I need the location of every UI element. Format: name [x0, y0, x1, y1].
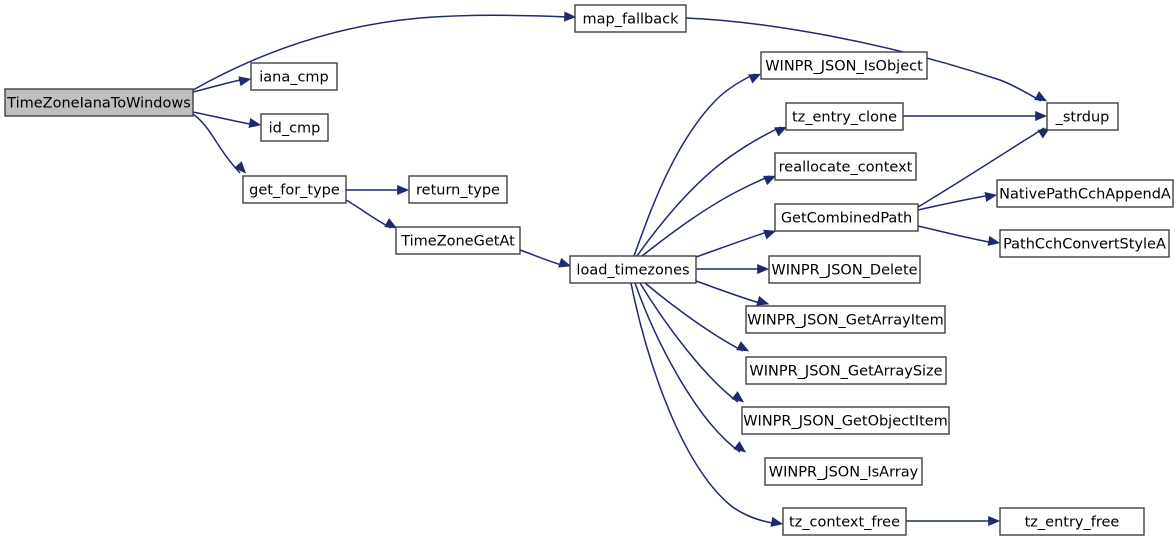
edge-arrowhead: [731, 391, 745, 403]
edge-arrowhead: [774, 126, 788, 137]
graph-node-return_type[interactable]: return_type: [408, 175, 508, 204]
call-edge: [633, 73, 762, 257]
node-box[interactable]: [760, 51, 928, 80]
node-box[interactable]: [1046, 102, 1119, 131]
call-edge: [695, 229, 777, 258]
edge-arrowhead: [748, 73, 762, 84]
node-box[interactable]: [785, 102, 904, 131]
nodes-layer: TimeZoneIanaToWindows map_fallback iana_cm…: [4, 4, 1174, 536]
call-edge: [636, 126, 788, 257]
graph-node-tz_context_free[interactable]: tz_context_free: [782, 507, 907, 536]
node-box[interactable]: [408, 175, 508, 204]
edge-arrowhead: [770, 516, 784, 527]
call-edge: [519, 249, 572, 268]
graph-node-tz_entry_free[interactable]: tz_entry_free: [999, 507, 1145, 536]
call-edge: [192, 11, 577, 91]
graph-node-id_cmp[interactable]: id_cmp: [260, 113, 329, 142]
edge-arrowhead: [234, 161, 247, 174]
graph-node-TimeZoneGetAt[interactable]: TimeZoneGetAt: [395, 226, 521, 255]
call-edge: [192, 76, 252, 93]
edge-arrowhead: [1034, 91, 1048, 102]
edge-arrowhead: [763, 229, 777, 240]
node-box[interactable]: [395, 226, 521, 255]
edge-arrowhead: [757, 263, 770, 275]
edge-arrowhead: [397, 184, 410, 196]
edge-arrowhead: [564, 11, 577, 22]
graph-node-GetCombinedPath[interactable]: GetCombinedPath: [774, 203, 919, 232]
edge-arrowhead: [384, 218, 398, 229]
graph-node-_strdup[interactable]: _strdup: [1046, 102, 1119, 131]
edge-arrowhead: [733, 441, 747, 453]
node-box[interactable]: [242, 175, 347, 204]
node-box[interactable]: [764, 457, 923, 486]
node-box[interactable]: [250, 62, 338, 91]
graph-node-get_for_type[interactable]: get_for_type: [242, 175, 347, 204]
call-edge: [695, 280, 770, 306]
edge-arrowhead: [756, 295, 770, 306]
call-edge: [192, 111, 262, 128]
graph-node-WINPR_JSON_Delete[interactable]: WINPR_JSON_Delete: [768, 255, 921, 284]
edge-arrowhead: [988, 515, 1001, 527]
call-edge: [192, 113, 247, 174]
edges-layer: [192, 11, 1051, 527]
node-box[interactable]: [774, 152, 917, 181]
edge-arrowhead: [987, 235, 1001, 246]
graph-node-TimeZoneIanaToWindows[interactable]: TimeZoneIanaToWindows: [4, 88, 194, 117]
node-box[interactable]: [999, 507, 1145, 536]
call-edge: [917, 225, 1001, 246]
node-box[interactable]: [782, 507, 907, 536]
call-edge: [345, 199, 398, 229]
node-box[interactable]: [768, 255, 921, 284]
node-box[interactable]: [4, 88, 194, 117]
graph-node-WINPR_JSON_IsObject[interactable]: WINPR_JSON_IsObject: [760, 51, 928, 80]
edge-arrowhead: [238, 76, 252, 87]
node-box[interactable]: [996, 179, 1174, 208]
node-box[interactable]: [260, 113, 329, 142]
graph-node-WINPR_JSON_GetArrayItem[interactable]: WINPR_JSON_GetArrayItem: [745, 305, 946, 334]
graph-node-tz_entry_clone[interactable]: tz_entry_clone: [785, 102, 904, 131]
edge-arrowhead: [558, 257, 572, 268]
graph-node-PathCchConvertStyleA[interactable]: PathCchConvertStyleA: [999, 229, 1170, 258]
edge-arrowhead: [984, 191, 998, 202]
call-edge: [634, 282, 747, 453]
edge-arrowhead: [248, 117, 262, 128]
graph-node-reallocate_context[interactable]: reallocate_context: [774, 152, 917, 181]
call-edge: [639, 282, 745, 403]
graph-node-WINPR_JSON_IsArray[interactable]: WINPR_JSON_IsArray: [764, 457, 923, 486]
graph-node-WINPR_JSON_GetObjectItem[interactable]: WINPR_JSON_GetObjectItem: [741, 406, 950, 435]
call-edge: [917, 191, 998, 211]
node-box[interactable]: [745, 305, 946, 334]
edge-arrowhead: [763, 175, 777, 186]
edge-arrowhead: [736, 341, 750, 352]
node-box[interactable]: [741, 406, 950, 435]
node-box[interactable]: [774, 203, 919, 232]
graph-node-load_timezones[interactable]: load_timezones: [569, 255, 697, 284]
node-box[interactable]: [569, 255, 697, 284]
node-box[interactable]: [574, 4, 687, 33]
call-edge: [906, 515, 1001, 527]
call-edge: [696, 263, 770, 275]
graph-node-map_fallback[interactable]: map_fallback: [574, 4, 687, 33]
node-box[interactable]: [745, 356, 947, 385]
call-edge: [630, 282, 784, 527]
node-box[interactable]: [999, 229, 1170, 258]
call-edge: [644, 282, 750, 352]
call-edge: [641, 175, 777, 257]
graph-node-iana_cmp[interactable]: iana_cmp: [250, 62, 338, 91]
graph-node-WINPR_JSON_GetArraySize[interactable]: WINPR_JSON_GetArraySize: [745, 356, 947, 385]
call-edge: [903, 110, 1048, 122]
graph-node-NativePathCchAppendA[interactable]: NativePathCchAppendA: [996, 179, 1174, 208]
call-edge: [346, 184, 410, 196]
edge-arrowhead: [1035, 110, 1048, 122]
